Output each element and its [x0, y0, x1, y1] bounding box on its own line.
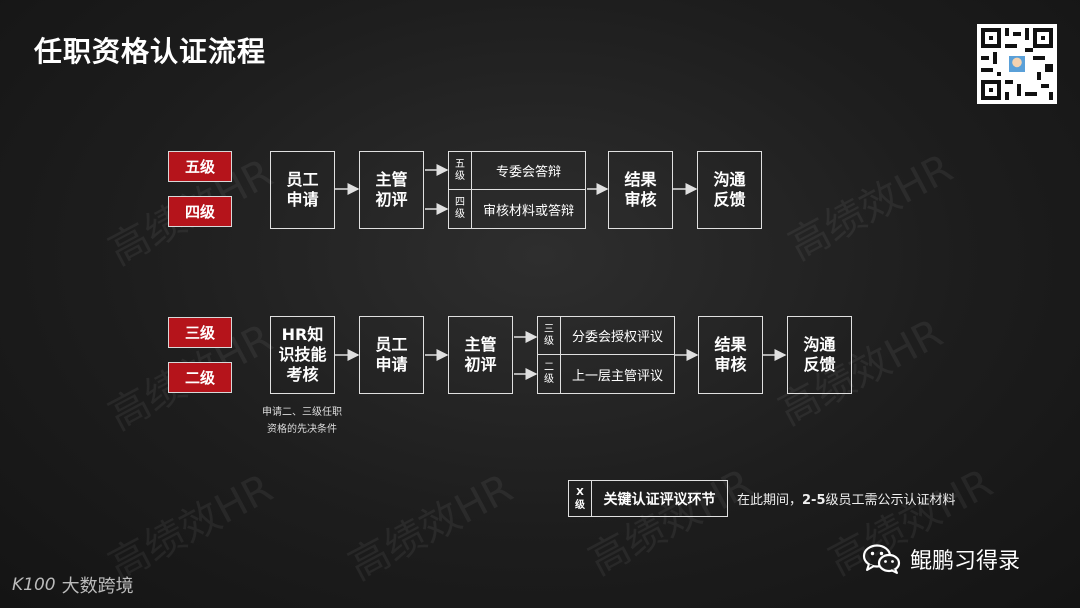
split-level: 四 级 [449, 190, 472, 228]
level-badge-2: 二级 [168, 362, 232, 393]
step-employee-apply: 员工 申请 [270, 151, 335, 229]
step-committee-evaluation: 三 级 分委会授权评议 二 级 上一层主管评议 [537, 316, 675, 394]
level-badge-3: 三级 [168, 317, 232, 348]
page-title: 任职资格认证流程 [34, 35, 267, 68]
split-text: 专委会答辩 [495, 165, 561, 180]
step-employee-apply: 员工 申请 [359, 316, 424, 394]
legend-text-suffix: 级员工需公示认证材料 [825, 493, 956, 508]
wechat-icon [862, 544, 901, 574]
split-level: 二 级 [538, 355, 561, 393]
qr-code-icon [977, 24, 1057, 104]
logo-text: 大数跨境 [61, 576, 134, 597]
step-hr-skill-test: HR知 识技能 考核 [270, 316, 335, 394]
step-manager-review: 主管 初评 [359, 151, 424, 229]
split-text: 上一层主管评议 [571, 368, 663, 384]
logo-mark: K100 [12, 575, 56, 595]
level-badge-4: 四级 [168, 196, 232, 227]
step-feedback: 沟通 反馈 [787, 316, 852, 394]
legend-description: 在此期间，2-5级员工需公示认证材料 [737, 489, 956, 508]
step-committee-evaluation: 五 级 专委会答辩 四 级 审核材料或答辩 [448, 151, 586, 229]
level-badge-5: 五级 [168, 151, 232, 182]
step-result-review: 结果 审核 [698, 316, 763, 394]
legend-text-prefix: 在此期间， [737, 493, 803, 508]
step-result-review: 结果 审核 [608, 151, 673, 229]
legend-level: X 级 [569, 481, 592, 516]
wechat-account: 鲲鹏习得录 [862, 543, 1020, 575]
split-text: 审核材料或答辩 [482, 203, 574, 219]
step-feedback: 沟通 反馈 [697, 151, 762, 229]
wechat-name: 鲲鹏习得录 [910, 549, 1021, 574]
legend-key: X 级 关键认证评议环节 [568, 480, 728, 517]
split-text: 分委会授权评议 [571, 330, 663, 345]
split-level: 五 级 [449, 152, 472, 189]
brand-logo: K100 大数跨境 [12, 572, 134, 598]
split-level: 三 级 [538, 317, 561, 354]
legend-label: 关键认证评议环节 [603, 491, 716, 508]
step-manager-review: 主管 初评 [448, 316, 513, 394]
legend-text-bold: 2-5 [802, 493, 826, 508]
prerequisite-note: 申请二、三级任职 资格的先决条件 [262, 407, 342, 435]
